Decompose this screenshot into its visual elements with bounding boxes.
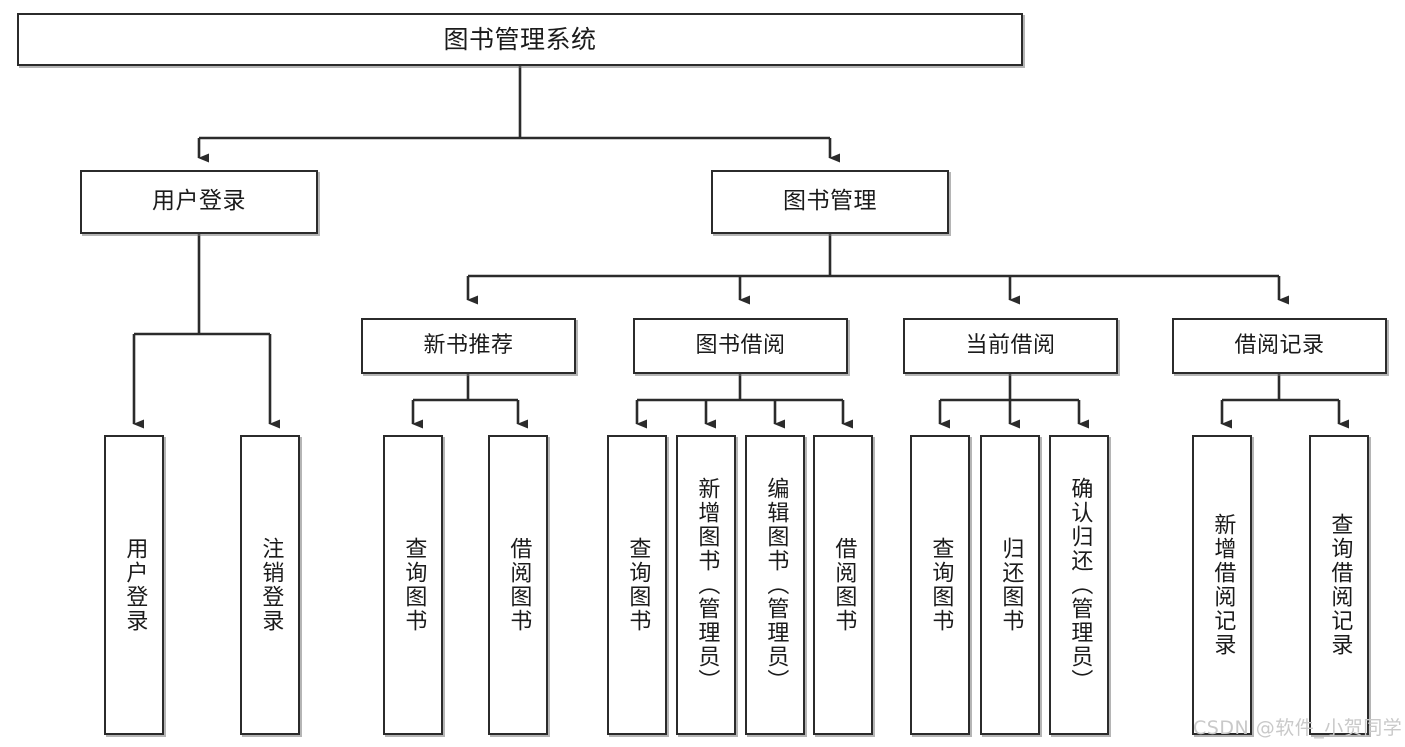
node-leaf-cur-confirm[interactable]: 确认归还（管理员） (1049, 435, 1109, 735)
node-leaf-borrow-edit-label: 编辑图书（管理员） (763, 477, 789, 693)
node-leaf-cur-confirm-label: 确认归还（管理员） (1067, 477, 1093, 693)
node-leaf-user-login-label: 用户登录 (122, 537, 148, 633)
node-leaf-rec-add-label: 新增借阅记录 (1210, 513, 1236, 657)
node-book-borrow-label: 图书借阅 (695, 332, 786, 358)
node-leaf-rec-search-label: 查询借阅记录 (1327, 513, 1353, 657)
node-leaf-borrow-query-label: 查询图书 (625, 537, 651, 633)
node-book-manage-label: 图书管理 (783, 188, 877, 215)
node-leaf-user-login[interactable]: 用户登录 (104, 435, 164, 735)
node-leaf-rec-borrow[interactable]: 借阅图书 (488, 435, 548, 735)
node-leaf-user-logout[interactable]: 注销登录 (240, 435, 300, 735)
node-user-login-label: 用户登录 (152, 188, 246, 215)
node-leaf-borrow-lend[interactable]: 借阅图书 (813, 435, 873, 735)
node-leaf-borrow-add-label: 新增图书（管理员） (694, 477, 720, 693)
node-borrow-record[interactable]: 借阅记录 (1172, 318, 1387, 374)
node-leaf-rec-add[interactable]: 新增借阅记录 (1192, 435, 1252, 735)
node-root[interactable]: 图书管理系统 (17, 13, 1023, 66)
node-leaf-cur-return[interactable]: 归还图书 (980, 435, 1040, 735)
node-book-borrow[interactable]: 图书借阅 (633, 318, 848, 374)
node-leaf-rec-search[interactable]: 查询借阅记录 (1309, 435, 1369, 735)
node-new-book-rec-label: 新书推荐 (423, 332, 514, 358)
node-leaf-borrow-edit[interactable]: 编辑图书（管理员） (745, 435, 805, 735)
node-leaf-cur-query-label: 查询图书 (928, 537, 954, 633)
node-user-login[interactable]: 用户登录 (80, 170, 318, 234)
node-current-borrow-label: 当前借阅 (965, 332, 1056, 358)
node-leaf-borrow-add[interactable]: 新增图书（管理员） (676, 435, 736, 735)
node-leaf-rec-borrow-label: 借阅图书 (506, 537, 532, 633)
node-leaf-user-logout-label: 注销登录 (258, 537, 284, 633)
node-leaf-rec-query-label: 查询图书 (401, 537, 427, 633)
csdn-watermark: CSDN @软件_小贺同学 (1193, 717, 1403, 739)
node-leaf-cur-return-label: 归还图书 (998, 537, 1024, 633)
node-leaf-borrow-query[interactable]: 查询图书 (607, 435, 667, 735)
node-leaf-borrow-lend-label: 借阅图书 (831, 537, 857, 633)
node-leaf-rec-query[interactable]: 查询图书 (383, 435, 443, 735)
node-book-manage[interactable]: 图书管理 (711, 170, 949, 234)
node-current-borrow[interactable]: 当前借阅 (903, 318, 1118, 374)
node-root-label: 图书管理系统 (443, 24, 597, 54)
node-leaf-cur-query[interactable]: 查询图书 (910, 435, 970, 735)
node-borrow-record-label: 借阅记录 (1234, 332, 1325, 358)
node-new-book-rec[interactable]: 新书推荐 (361, 318, 576, 374)
